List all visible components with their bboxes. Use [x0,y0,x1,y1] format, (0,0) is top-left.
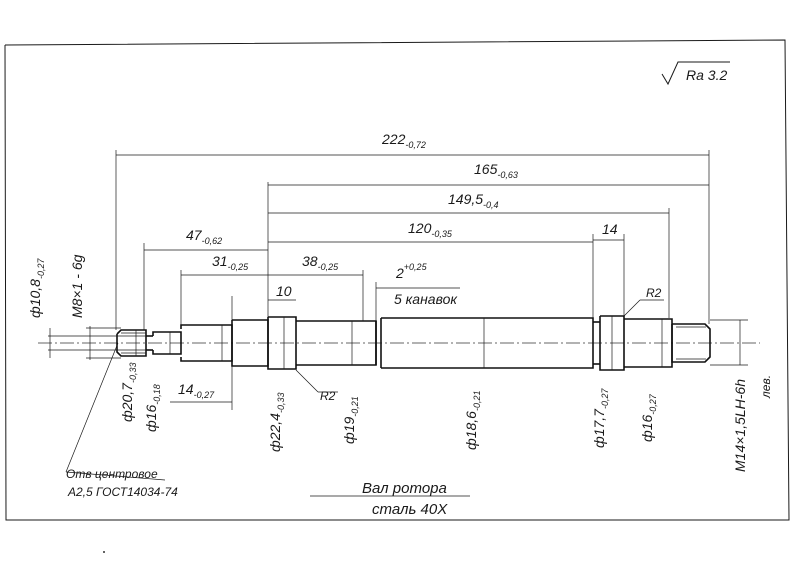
svg-text:R2: R2 [646,286,662,300]
roughness-mark: Ra 3.2 [661,61,730,86]
svg-text:ф16-0,18: ф16-0,18 [143,384,162,432]
part-name: Вал ротора [362,480,447,497]
svg-text:14: 14 [602,221,618,237]
svg-text:222-0,72: 222-0,72 [381,131,426,150]
svg-text:31-0,25: 31-0,25 [212,253,249,272]
svg-text:149,5-0,4: 149,5-0,4 [448,191,499,210]
sheet-frame [4,39,790,521]
stray-mark [103,551,105,553]
length-dimensions [115,150,710,410]
svg-text:ф22,4-0,33: ф22,4-0,33 [267,393,286,452]
svg-text:ф20,7-0,33: ф20,7-0,33 [119,363,138,422]
roughness-label: Ra 3.2 [686,67,727,83]
svg-text:Отв центровое: Отв центровое [66,467,158,481]
svg-text:38-0,25: 38-0,25 [302,253,339,272]
center-hole-note: Отв центровое А2,5 ГОСТ14034-74 [66,467,178,499]
svg-text:ф18,6-0,21: ф18,6-0,21 [463,391,482,450]
diameter-labels: ф10,8-0,27 M8×1 - 6g ф20,7-0,33 ф16-0,18… [27,254,773,472]
svg-text:лев.: лев. [759,375,773,399]
svg-text:165-0,63: 165-0,63 [474,161,518,180]
svg-text:14-0,27: 14-0,27 [178,381,215,400]
svg-text:47-0,62: 47-0,62 [186,227,222,246]
svg-text:5 канавок: 5 канавок [394,291,458,307]
svg-text:ф16-0,27: ф16-0,27 [639,393,658,442]
svg-text:10: 10 [276,283,292,299]
length-labels: 222-0,72 165-0,63 149,5-0,4 120-0,35 14 … [178,131,662,403]
svg-text:ф10,8-0,27: ф10,8-0,27 [27,258,46,318]
part-material: сталь 40Х [372,501,448,518]
svg-text:R2: R2 [320,389,336,403]
svg-text:А2,5 ГОСТ14034-74: А2,5 ГОСТ14034-74 [67,485,178,499]
diameter-leaders [48,299,748,497]
svg-text:ф19-0,21: ф19-0,21 [341,396,360,444]
svg-text:ф17,7-0,27: ф17,7-0,27 [591,388,610,448]
svg-text:M14×1,5LH-6h: M14×1,5LH-6h [732,379,748,472]
title-block: Вал ротора сталь 40Х [362,480,448,518]
svg-text:M8×1 - 6g: M8×1 - 6g [69,254,85,318]
svg-text:120-0,35: 120-0,35 [408,220,453,239]
shaft-outline [116,315,711,371]
svg-text:2+0,25: 2+0,25 [395,262,428,281]
